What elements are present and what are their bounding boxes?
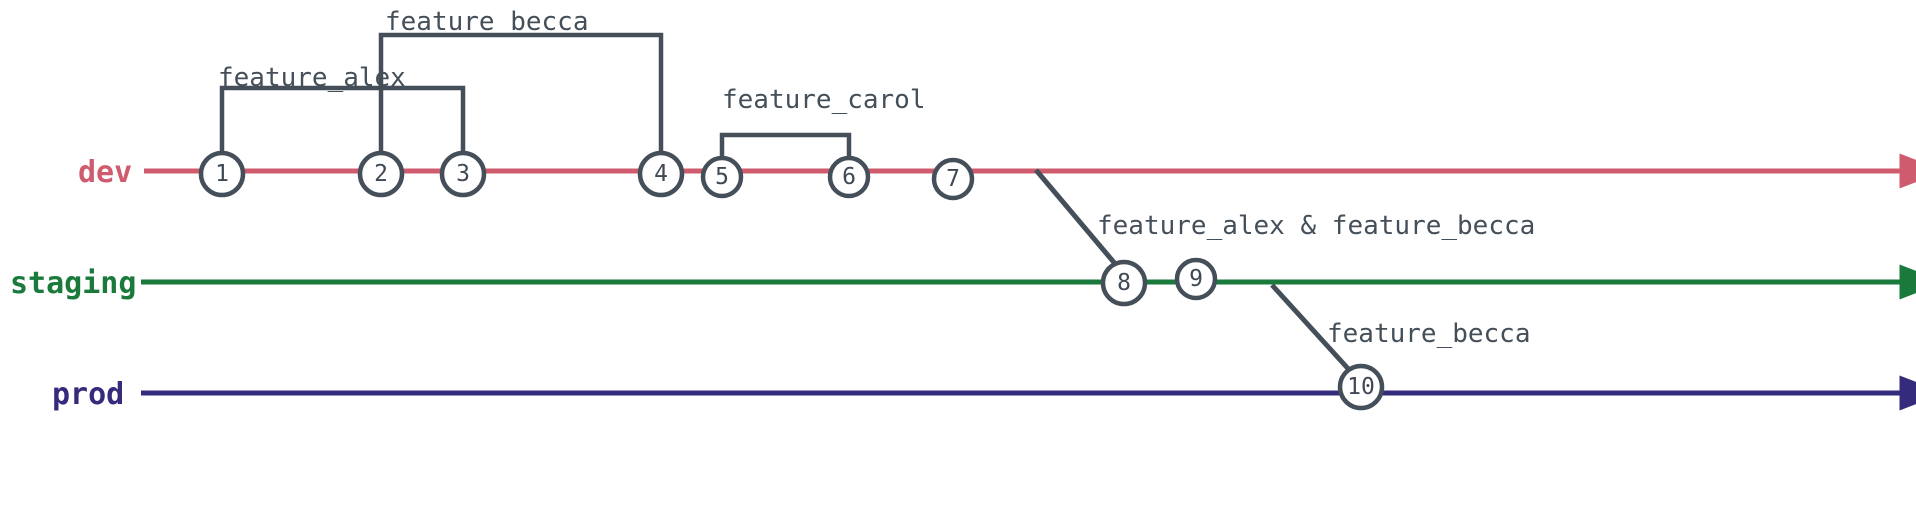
commit-node-circle[interactable]: [931, 157, 975, 201]
commit-node-circle[interactable]: [357, 150, 405, 198]
feature-labels: feature_alex feature_becca feature_carol: [218, 7, 926, 115]
commit-node-label: 4: [654, 161, 668, 187]
commit-node-circle[interactable]: [827, 155, 871, 199]
bracket-feature-alex: [219, 85, 466, 156]
commit-node-circle[interactable]: [1100, 259, 1148, 307]
lane-lines: [141, 153, 1916, 411]
commit-node[interactable]: 1: [198, 150, 246, 198]
commit-node-circle[interactable]: [1337, 363, 1385, 411]
merge-lines: [1034, 168, 1354, 375]
feature-label-feature-carol: feature_carol: [722, 85, 926, 115]
commit-node-circle[interactable]: [1174, 257, 1218, 301]
commit-node-circle[interactable]: [637, 150, 685, 198]
feature-label-feature-becca: feature_becca: [385, 7, 589, 37]
commit-node[interactable]: 6: [827, 155, 871, 199]
commit-node[interactable]: 7: [931, 157, 975, 201]
commit-node-circle[interactable]: [700, 155, 744, 199]
merge-line-dev-to-staging: [1034, 168, 1119, 268]
feature-brackets: [219, 32, 852, 161]
commit-node[interactable]: 2: [357, 150, 405, 198]
merge-line-staging-to-prod: [1270, 283, 1354, 375]
commit-node-circle[interactable]: [439, 150, 487, 198]
commit-node-label: 3: [456, 161, 470, 187]
lane-labels: dev staging prod: [10, 155, 136, 412]
merge-labels: feature_alex & feature_becca feature_bec…: [1097, 211, 1535, 349]
commit-node[interactable]: 4: [637, 150, 685, 198]
commit-node-label: 1: [215, 161, 229, 187]
bracket-feature-carol: [719, 132, 852, 161]
feature-label-feature-alex: feature_alex: [218, 63, 406, 93]
commit-node[interactable]: 10: [1337, 363, 1385, 411]
commit-node-label: 10: [1347, 374, 1375, 400]
commit-node-label: 5: [715, 164, 729, 190]
lane-label-staging: staging: [10, 266, 136, 301]
commit-node[interactable]: 9: [1174, 257, 1218, 301]
commit-node-label: 7: [946, 166, 960, 192]
commit-node[interactable]: 5: [700, 155, 744, 199]
lane-label-dev: dev: [78, 155, 132, 190]
commit-node-label: 6: [842, 164, 856, 190]
commit-node-label: 8: [1117, 270, 1131, 296]
commit-node-label: 2: [374, 161, 388, 187]
merge-label-dev-to-staging: feature_alex & feature_becca: [1097, 211, 1535, 241]
commit-node-label: 9: [1189, 266, 1203, 292]
lane-label-prod: prod: [52, 377, 124, 412]
bracket-feature-becca: [378, 32, 664, 156]
merge-label-staging-to-prod: feature_becca: [1327, 319, 1531, 349]
commit-node[interactable]: 8: [1100, 259, 1148, 307]
commit-nodes: 1 2 3 4 5 6 7 8 9 10: [198, 150, 1385, 411]
commit-node-circle[interactable]: [198, 150, 246, 198]
commit-node[interactable]: 3: [439, 150, 487, 198]
